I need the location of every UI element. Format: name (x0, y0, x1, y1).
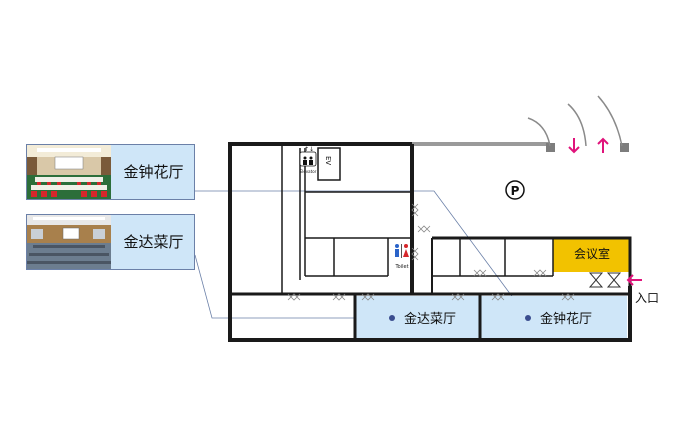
svg-text:↑↓: ↑↓ (304, 146, 314, 153)
exit-arrow-icon (568, 138, 580, 154)
leader-line-hall-b (194, 254, 392, 319)
hall-a-label: 金钟花厅 (540, 311, 592, 327)
hall-b-label: 金达菜厅 (404, 311, 456, 327)
conference-room-photo (27, 215, 111, 269)
gate-arc-1 (527, 117, 551, 147)
entry-arrow-icon (597, 137, 609, 153)
hall-a-marker (525, 315, 531, 321)
entrance-label: 入口 (635, 291, 659, 305)
entrance-arrow-icon (626, 274, 642, 286)
entrance-doors[interactable] (588, 272, 622, 288)
svg-text:Elevator: Elevator (300, 169, 317, 174)
door-icons (287, 203, 575, 301)
hall-b-marker (389, 315, 395, 321)
legend-card-hall-b[interactable]: 金达菜厅 (26, 214, 195, 270)
svg-text:Toilet: Toilet (394, 264, 408, 270)
parking-icon: P (505, 180, 525, 200)
svg-text:P: P (511, 184, 520, 198)
gate-arc-2 (567, 103, 587, 147)
legend-label-hall-a: 金钟花厅 (123, 163, 184, 181)
legend-label-hall-b: 金达菜厅 (123, 233, 184, 251)
gate-post-2 (620, 143, 629, 152)
gate-arc-3 (597, 95, 623, 147)
meeting-room-label: 会议室 (574, 246, 610, 261)
meeting-room-area[interactable] (553, 238, 631, 272)
toilet-icon: Toilet (394, 244, 409, 270)
gate-post-1 (546, 143, 555, 152)
legend-card-hall-a[interactable]: 金钟花厅 (26, 144, 195, 200)
hall-b-area[interactable] (355, 296, 479, 340)
banquet-hall-photo (27, 145, 111, 199)
hall-a-area[interactable] (481, 296, 627, 340)
ev-label: EV (324, 156, 332, 165)
elevator-icon: ↑↓ Elevator (299, 146, 317, 174)
building-walls (228, 142, 632, 342)
